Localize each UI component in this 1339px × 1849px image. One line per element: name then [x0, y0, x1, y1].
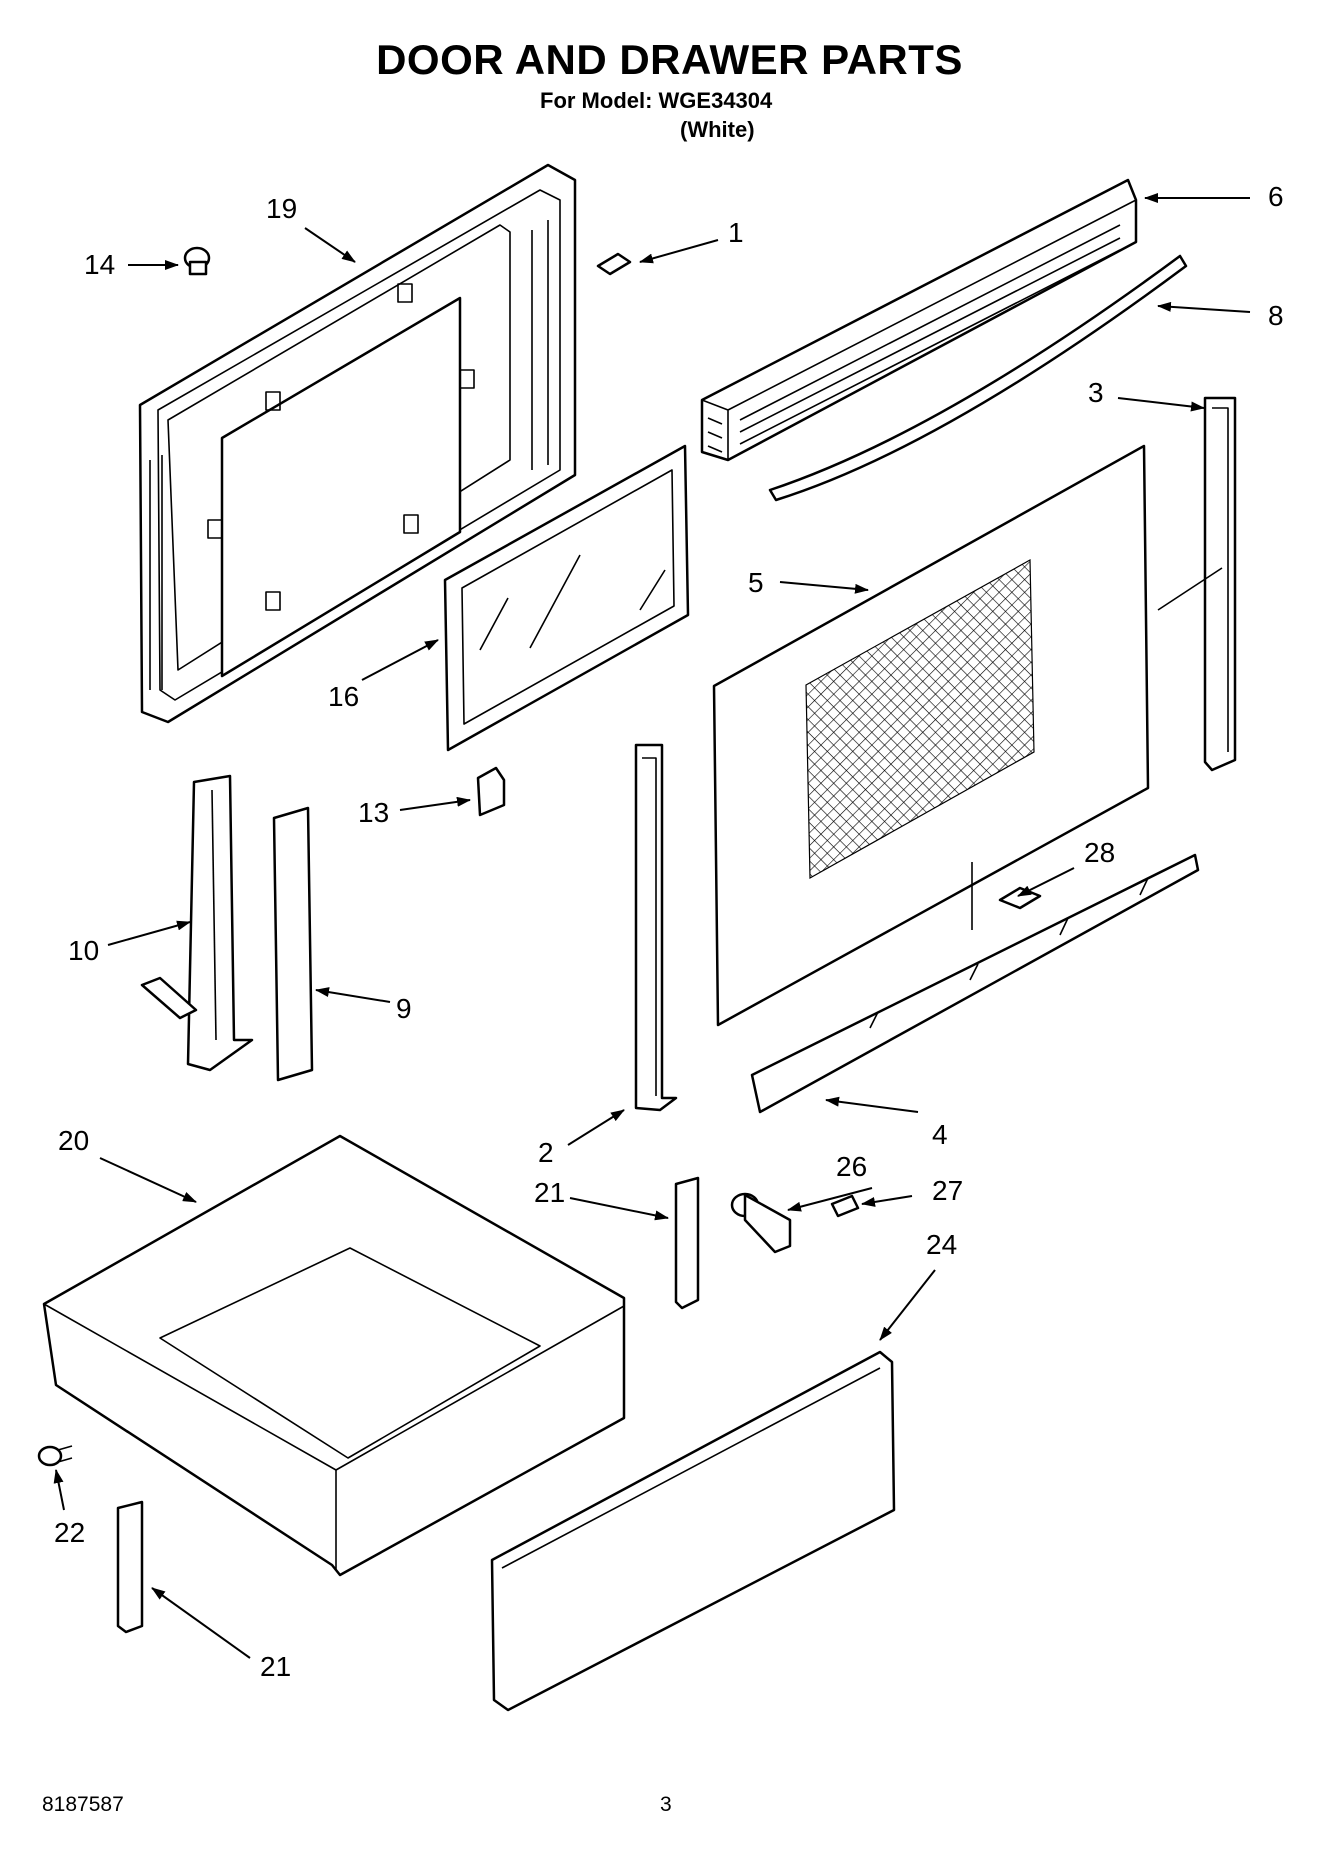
drawer-front-panel	[490, 1350, 896, 1712]
callout-24: 24	[926, 1229, 957, 1260]
right-door-trim	[1203, 396, 1237, 772]
callout-21-left: 21	[260, 1651, 291, 1682]
leader-8	[1157, 301, 1251, 313]
leader-28	[1017, 867, 1075, 897]
leader-5	[779, 581, 869, 594]
callout-27: 27	[932, 1175, 963, 1206]
door-bumper	[183, 246, 211, 276]
door-vent	[700, 178, 1138, 462]
leader-10	[107, 920, 191, 946]
callout-6: 6	[1268, 181, 1284, 212]
leader-4	[825, 1096, 919, 1113]
leader-2	[567, 1109, 625, 1146]
document-number: 8187587	[42, 1793, 124, 1816]
callout-14: 14	[84, 249, 115, 280]
callout-3: 3	[1088, 377, 1104, 408]
drawer-side-bracket	[140, 774, 254, 1072]
door-clip	[596, 252, 632, 276]
leader-1	[639, 239, 719, 264]
outer-door-panel	[712, 444, 1223, 1027]
roller-screw	[830, 1194, 860, 1218]
callout-19: 19	[266, 193, 297, 224]
trim-clip	[998, 886, 1042, 910]
leader-21-left	[151, 1587, 251, 1659]
callout-26: 26	[836, 1151, 867, 1182]
model-label: For Model: WGE34304	[540, 88, 773, 113]
door-glass	[443, 444, 690, 752]
drawer-side-trim	[272, 806, 314, 1082]
drawer-slide-left	[116, 1500, 144, 1634]
page-number: 3	[660, 1793, 672, 1816]
callout-9: 9	[396, 993, 412, 1024]
drawer-roller	[730, 1192, 792, 1254]
leader-22	[53, 1469, 65, 1511]
callout-16: 16	[328, 681, 359, 712]
leader-13	[399, 796, 471, 811]
drawer-slide-right	[674, 1176, 700, 1310]
leader-27	[861, 1195, 913, 1207]
leader-16	[361, 639, 439, 681]
leader-26	[787, 1187, 873, 1212]
storage-drawer	[42, 1134, 626, 1577]
callout-21-right: 21	[534, 1177, 565, 1208]
drawer-screw	[37, 1445, 73, 1467]
callout-2: 2	[538, 1137, 554, 1168]
bottom-trim	[750, 853, 1200, 1114]
callout-5: 5	[748, 567, 764, 598]
leader-20	[99, 1157, 197, 1203]
variant-label: (White)	[680, 117, 755, 142]
page-title: DOOR AND DRAWER PARTS	[376, 36, 963, 83]
callout-8: 8	[1268, 300, 1284, 331]
inner-door-panel	[138, 163, 577, 724]
leader-24	[879, 1269, 936, 1341]
small-bracket	[476, 766, 506, 817]
callout-10: 10	[68, 935, 99, 966]
callout-1: 1	[728, 217, 744, 248]
callout-28: 28	[1084, 837, 1115, 868]
door-handle	[768, 254, 1188, 502]
callout-22: 22	[54, 1517, 85, 1548]
callout-4: 4	[932, 1119, 948, 1150]
leader-19	[304, 227, 356, 263]
leader-3	[1117, 397, 1205, 412]
callout-20: 20	[58, 1125, 89, 1156]
leader-9	[315, 987, 391, 1003]
callout-13: 13	[358, 797, 389, 828]
left-door-trim	[634, 743, 678, 1112]
leader-21-right	[569, 1197, 669, 1221]
